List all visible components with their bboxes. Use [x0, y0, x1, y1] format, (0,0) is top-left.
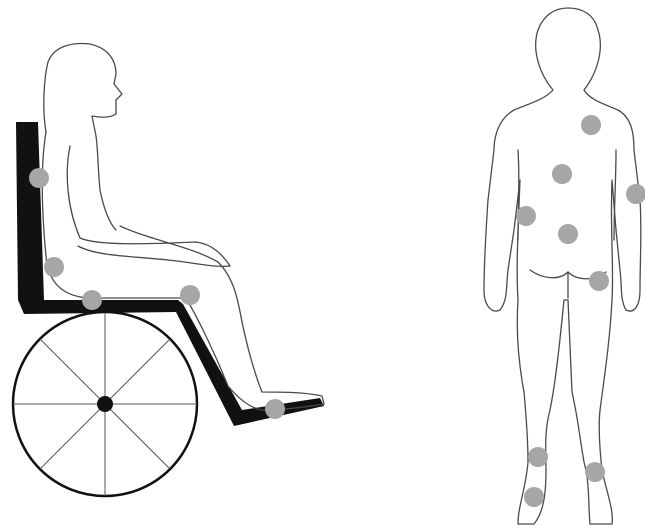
pressure-point: [265, 399, 285, 419]
standing-figure: [484, 8, 645, 524]
standing-person-outline: [484, 8, 641, 524]
pressure-point: [626, 184, 645, 204]
pressure-point: [524, 487, 544, 507]
wheelchair-frame: [16, 122, 324, 426]
pressure-point: [180, 285, 200, 305]
pressure-point: [516, 206, 536, 226]
pressure-point: [581, 115, 601, 135]
wheel-hub: [97, 396, 113, 412]
pressure-point: [528, 447, 548, 467]
standing-pressure-points: [516, 115, 645, 507]
pressure-point: [44, 257, 64, 277]
wheelchair-wheel: [13, 312, 197, 496]
pressure-point: [558, 224, 578, 244]
seated-pressure-points: [29, 168, 285, 419]
pressure-point: [552, 164, 572, 184]
pressure-point: [29, 168, 49, 188]
seated-figure: [13, 44, 324, 496]
pressure-point: [589, 271, 609, 291]
pressure-point: [585, 462, 605, 482]
pressure-point: [82, 290, 102, 310]
